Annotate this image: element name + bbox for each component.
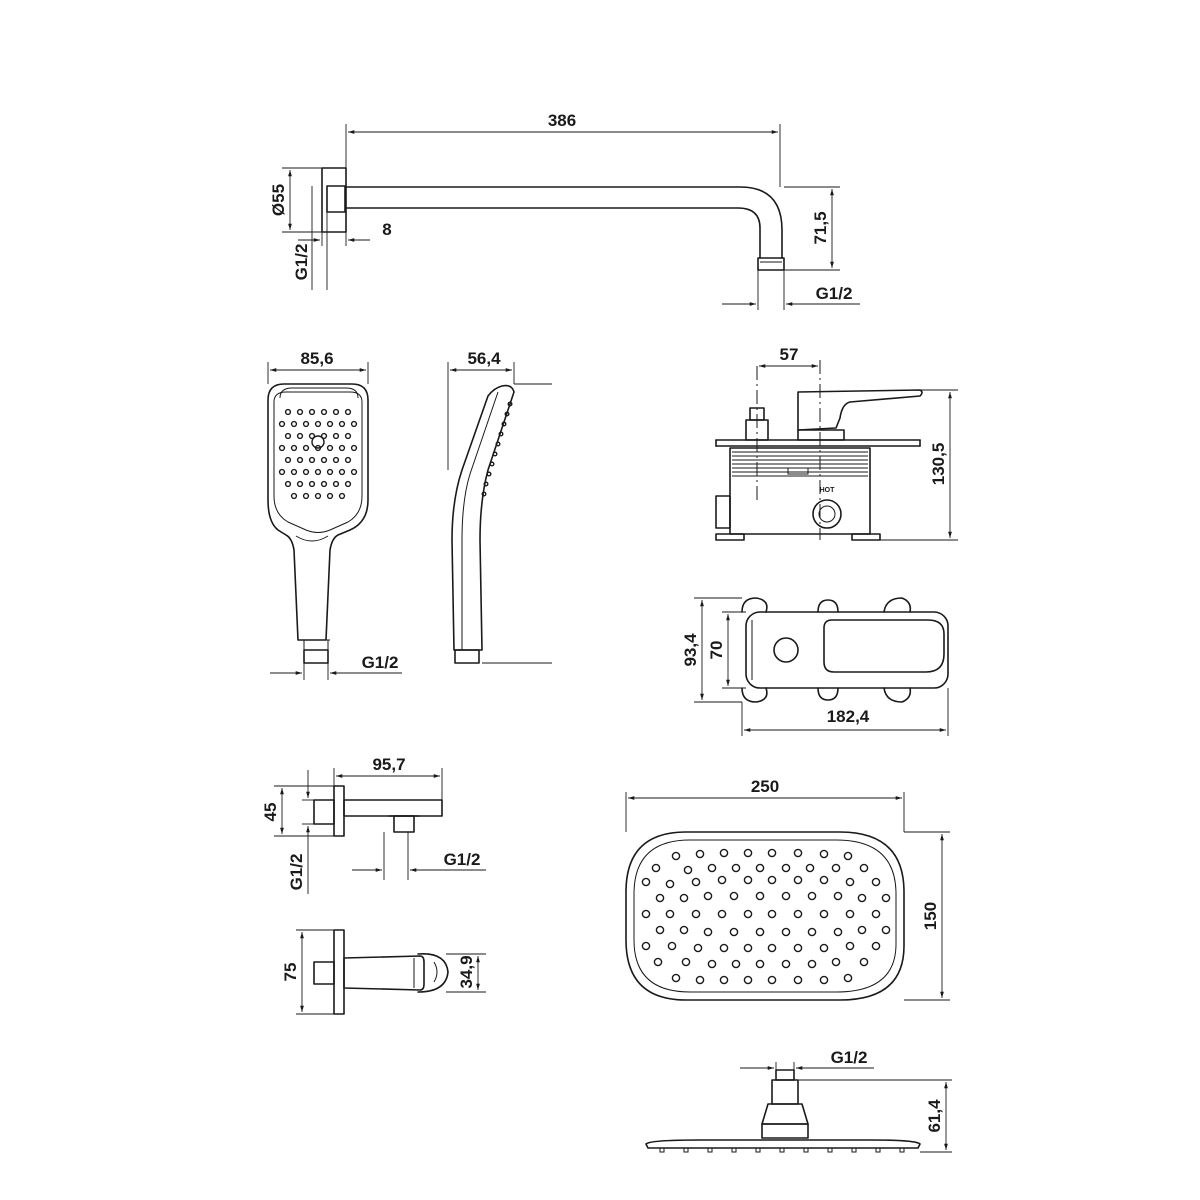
hand-shower-body bbox=[267, 383, 369, 641]
mixer-plate-view: 93,4 70 182,4 bbox=[681, 597, 949, 736]
label-outlet-outlet-thread: G1/2 bbox=[444, 850, 481, 869]
label-rain-profile-height: 61,4 bbox=[925, 1099, 944, 1133]
mixer-body-view: HOT 57 130,5 bbox=[715, 345, 958, 541]
arm-wall-flange bbox=[321, 167, 347, 233]
holder-view: 75 34,9 bbox=[281, 929, 486, 1015]
holder-flange bbox=[333, 929, 345, 1015]
outlet-flange bbox=[333, 785, 345, 837]
mixer-plate-lever bbox=[823, 619, 945, 673]
label-mixer-height: 130,5 bbox=[929, 443, 948, 486]
rain-profile-nozzles bbox=[659, 1147, 905, 1153]
wall-outlet-view: 95,7 45 G1/2 G1/2 bbox=[261, 755, 486, 894]
outlet-thread bbox=[393, 815, 415, 833]
label-hot: HOT bbox=[820, 487, 836, 494]
label-rain-thread: G1/2 bbox=[831, 1048, 868, 1067]
hand-shower-thread-nut bbox=[303, 649, 329, 664]
rain-shower-profile-view: G1/2 61,4 bbox=[645, 1048, 952, 1153]
arm-outlet-nut bbox=[757, 257, 785, 271]
holder-arm bbox=[343, 955, 425, 991]
mixer-cover-plate bbox=[745, 611, 949, 689]
label-rain-width: 250 bbox=[751, 777, 779, 796]
label-plate-inner-height: 70 bbox=[707, 641, 726, 660]
rain-swivel-joint bbox=[761, 1103, 809, 1125]
hand-shower-side-view: 56,4 bbox=[447, 349, 552, 664]
hand-shower-nozzles bbox=[278, 408, 358, 500]
label-hand-shower-depth: 56,4 bbox=[467, 349, 501, 368]
arm-inlet-nut bbox=[326, 185, 346, 213]
hand-shower-face bbox=[273, 391, 363, 533]
label-hand-shower-width: 85,6 bbox=[300, 349, 333, 368]
holder-clip bbox=[417, 953, 449, 993]
label-arm-drop: 71,5 bbox=[811, 211, 830, 244]
label-flange-diameter: Ø55 bbox=[269, 184, 288, 216]
label-holder-height: 75 bbox=[281, 963, 300, 982]
rain-connector-nut bbox=[771, 1079, 799, 1105]
rain-shower-nozzles bbox=[641, 848, 891, 985]
label-outlet-length: 95,7 bbox=[372, 755, 405, 774]
label-plate-width: 182,4 bbox=[827, 707, 870, 726]
mixer-box bbox=[729, 447, 871, 535]
label-flange-depth: 8 bbox=[382, 220, 391, 239]
label-arm-inlet-thread: G1/2 bbox=[292, 244, 311, 281]
rain-shower-front-view: 250 150 bbox=[625, 777, 950, 1001]
mixer-thread-lines bbox=[732, 451, 868, 477]
label-arm-length: 386 bbox=[548, 111, 576, 130]
label-rain-height: 150 bbox=[921, 902, 940, 930]
mixer-plate-button bbox=[773, 637, 799, 663]
label-hand-shower-thread: G1/2 bbox=[362, 653, 399, 672]
outlet-body bbox=[343, 799, 443, 817]
label-plate-outer-height: 93,4 bbox=[681, 633, 700, 667]
hand-shower-side-nozzles bbox=[481, 401, 513, 497]
rain-shower-head bbox=[625, 831, 905, 1001]
label-arm-outlet-thread: G1/2 bbox=[816, 284, 853, 303]
label-holder-clip: 34,9 bbox=[457, 955, 476, 988]
arm-tube-bottom bbox=[345, 207, 761, 259]
label-mixer-offset: 57 bbox=[780, 345, 799, 364]
arm-tube-top bbox=[345, 186, 783, 259]
hand-shower-front-view: 85,6 G1/2 bbox=[267, 349, 402, 680]
shower-arm-view: 386 Ø55 8 G1/2 71,5 G1/2 bbox=[269, 111, 860, 310]
rain-head-profile bbox=[645, 1139, 921, 1149]
label-outlet-inlet-thread: G1/2 bbox=[287, 854, 306, 891]
label-outlet-height: 45 bbox=[261, 803, 280, 822]
mixer-outlet-port bbox=[812, 499, 842, 529]
mixer-handle bbox=[797, 389, 923, 431]
